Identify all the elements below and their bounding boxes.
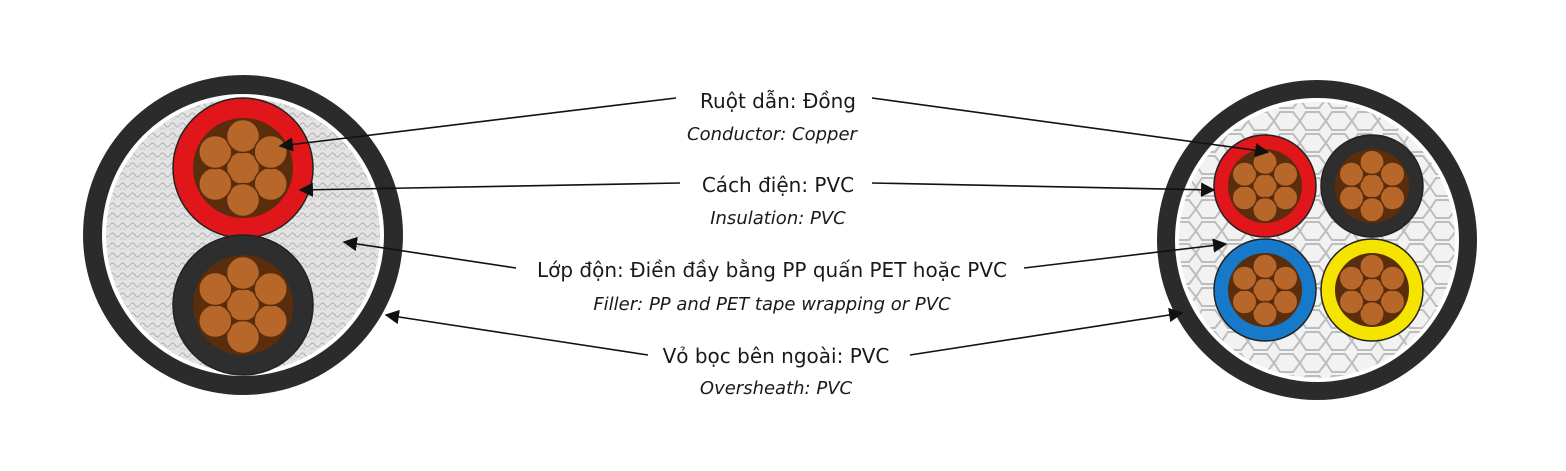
copper-strand [225,319,261,355]
label-conductor: Ruột dẫn: Đồng Conductor: Copper [687,89,858,145]
copper-strand [225,182,261,218]
copper-conductor [193,255,293,355]
copper-strand [198,303,233,339]
copper-strand [1359,196,1385,223]
copper-strand [198,271,233,307]
label-filler-vi: Lớp độn: Điền đầy bằng PP quấn PET hoặc … [537,258,1007,282]
copper-strand [1338,265,1365,292]
arrow-conductor-right [871,97,1270,158]
core-black [172,234,314,376]
copper-strand [225,118,261,154]
copper-strand [1252,300,1278,327]
copper-strand [1359,149,1385,176]
four-core-cable [1157,80,1477,400]
copper-strand [1252,253,1278,280]
copper-strand [1379,265,1406,292]
copper-strand [1231,184,1258,211]
arrow-conductor-left [278,97,677,152]
copper-strand [198,134,233,170]
label-insulation-en: Insulation: PVC [710,208,846,229]
label-conductor-vi: Ruột dẫn: Đồng [700,89,856,113]
core-red [172,97,314,239]
copper-strand [1338,288,1365,315]
arrow-sheath-left [384,309,649,356]
label-oversheath-en: Oversheath: PVC [700,378,853,399]
copper-strand [1231,288,1258,315]
copper-strand [1338,161,1365,188]
arrow-insulation-left [298,182,681,197]
label-conductor-en: Conductor: Copper [687,124,858,145]
copper-strand [1379,161,1406,188]
leader-lines [278,97,1270,356]
label-filler: Lớp độn: Điền đầy bằng PP quấn PET hoặc … [537,258,1007,315]
label-filler-en: Filler: PP and PET tape wrapping or PVC [593,294,951,315]
copper-strand [1359,300,1385,327]
copper-strand [198,166,233,202]
copper-conductor [1228,149,1302,223]
core-black [1320,134,1424,238]
copper-strand [1359,253,1385,280]
label-oversheath-vi: Vỏ bọc bên ngoài: PVC [663,344,890,368]
arrow-filler-right [1023,238,1228,269]
filler-layer [1179,102,1455,378]
copper-strand [1272,265,1299,292]
copper-conductor [193,118,293,218]
arrow-filler-left [342,236,517,269]
core-red [1213,134,1317,238]
arrow-insulation-right [871,182,1216,197]
label-oversheath: Vỏ bọc bên ngoài: PVC Oversheath: PVC [663,344,890,399]
copper-strand [1231,265,1258,292]
copper-strand [253,134,288,170]
copper-strand [1231,161,1258,188]
copper-conductor [1335,149,1409,223]
core-yellow [1320,238,1424,342]
copper-strand [225,255,261,291]
copper-strand [1338,184,1365,211]
copper-strand [1272,161,1299,188]
copper-strand [1252,196,1278,223]
label-insulation: Cách điện: PVC Insulation: PVC [702,173,854,229]
copper-conductor [1335,253,1409,327]
two-core-cable [83,75,403,395]
copper-strand [253,271,288,307]
core-blue [1213,238,1317,342]
arrow-sheath-right [909,307,1184,356]
copper-conductor [1228,253,1302,327]
label-insulation-vi: Cách điện: PVC [702,173,854,197]
